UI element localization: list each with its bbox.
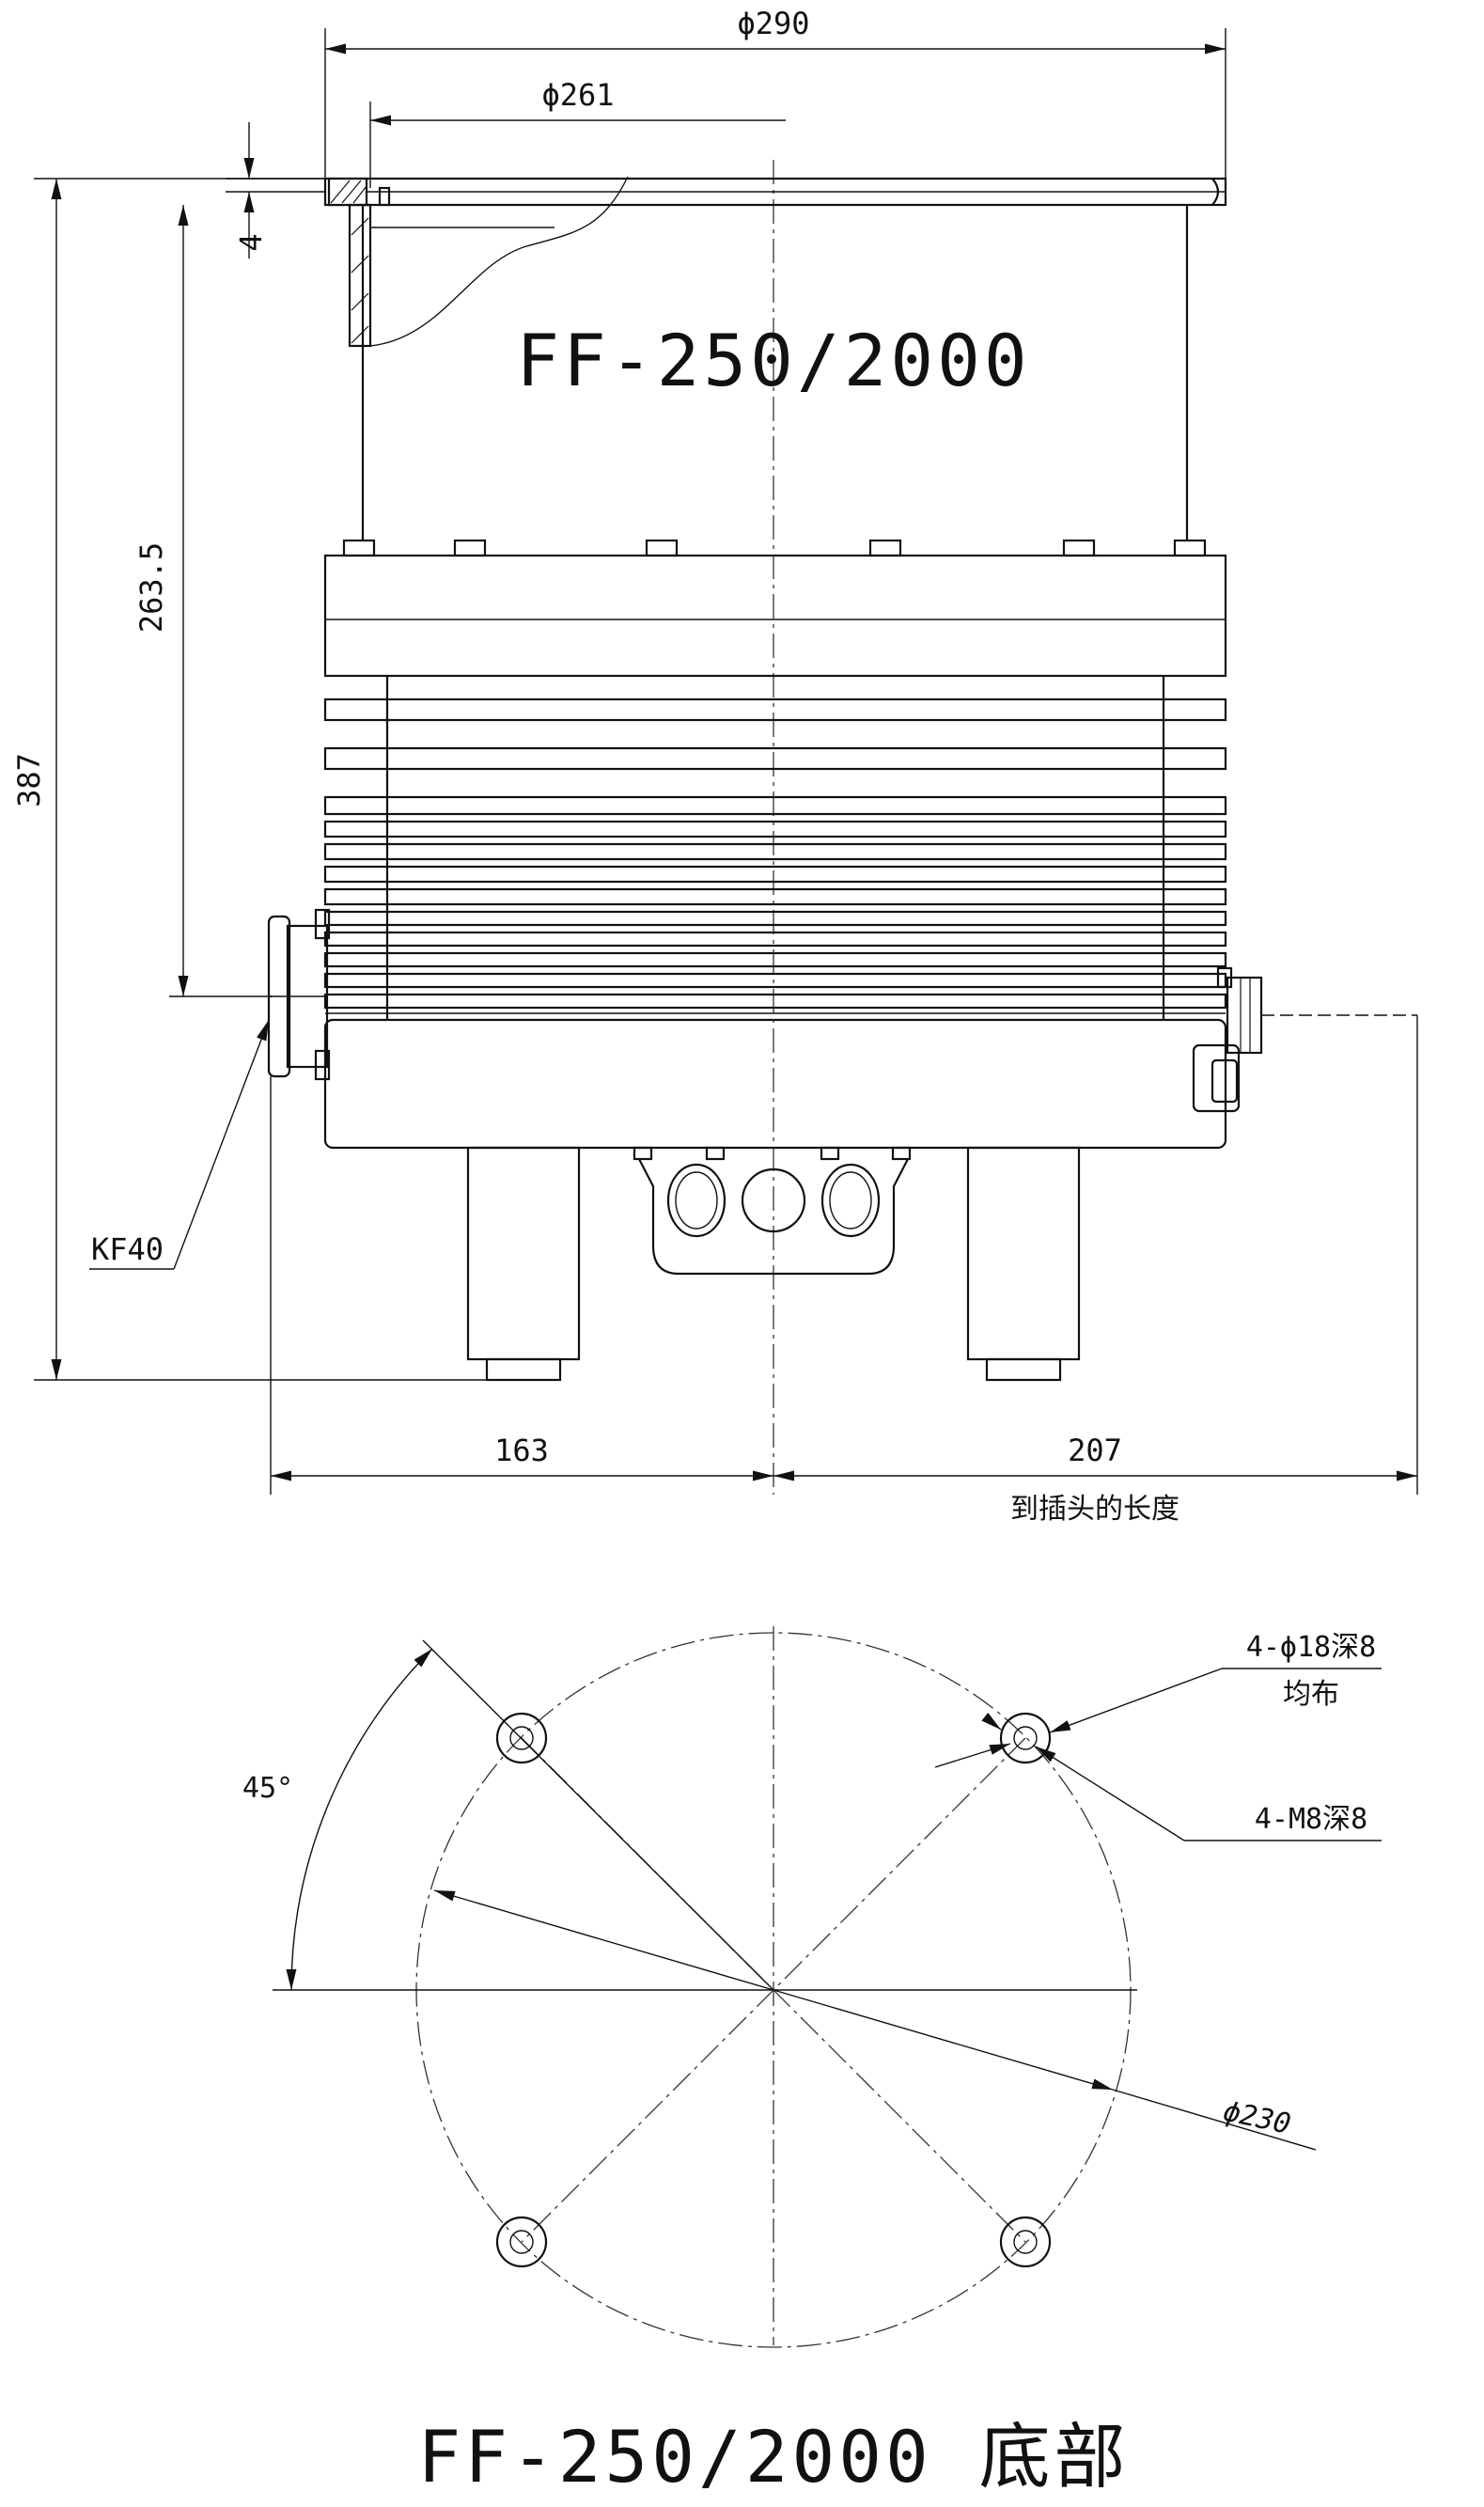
angle-label: 45° bbox=[242, 1772, 293, 1805]
upper-housing bbox=[323, 554, 1227, 678]
dim-total-height: 387 bbox=[11, 178, 487, 1381]
dim-bolt-circle: ϕ230 bbox=[433, 1889, 1317, 2151]
dim-widths: 163 207 到插头的长度 bbox=[270, 1014, 1418, 1526]
kf40-leader: KF40 bbox=[89, 1019, 270, 1270]
dim-inner-diameter-label: ϕ261 bbox=[541, 77, 614, 113]
bottom-view: 45° ϕ230 4-ϕ18深8 均布 4-M8深8 FF-250/2000 底… bbox=[242, 1626, 1382, 2499]
dim-total-height-label: 387 bbox=[11, 753, 47, 807]
dim-flange-thickness: 4 bbox=[226, 122, 325, 259]
bolt-circle-label: ϕ230 bbox=[1220, 2095, 1293, 2141]
dim-height-to-port: 263.5 bbox=[133, 205, 273, 997]
dim-flange-thickness-label: 4 bbox=[233, 233, 269, 251]
bottom-bolts bbox=[633, 1146, 912, 1161]
side-view: FF-250/2000 bbox=[11, 6, 1418, 1526]
dim-left-width-label: 163 bbox=[494, 1433, 549, 1468]
top-flange bbox=[323, 176, 1227, 348]
hole-spec-2-label: 4-M8深8 bbox=[1255, 1803, 1367, 1836]
dim-right-note-label: 到插头的长度 bbox=[1010, 1493, 1179, 1526]
mounting-holes bbox=[495, 1712, 1052, 2268]
model-label: FF-250/2000 bbox=[516, 319, 1030, 402]
hole-spec-1-label: 4-ϕ18深8 bbox=[1246, 1631, 1376, 1664]
angle-extension-line bbox=[422, 1639, 774, 1991]
hole-spec-1-note: 均布 bbox=[1283, 1678, 1339, 1711]
dim-right-width-label: 207 bbox=[1068, 1433, 1122, 1468]
angle-dimension: 45° bbox=[242, 1648, 433, 1991]
hole-callouts: 4-ϕ18深8 均布 4-M8深8 bbox=[934, 1631, 1382, 1841]
kf40-label: KF40 bbox=[91, 1231, 164, 1267]
dim-outer-diameter-label: ϕ290 bbox=[737, 6, 809, 41]
support-feet bbox=[466, 1146, 1081, 1382]
bottom-base bbox=[638, 1158, 909, 1276]
connector-plug bbox=[1192, 966, 1263, 1113]
bottom-view-title: FF-250/2000 底部 bbox=[417, 2415, 1129, 2499]
housing-bolts bbox=[342, 539, 1207, 557]
dim-outer-diameter: ϕ290 bbox=[324, 6, 1226, 179]
lower-housing bbox=[323, 1018, 1227, 1150]
dim-height-to-port-label: 263.5 bbox=[133, 542, 169, 633]
kf40-port bbox=[267, 908, 331, 1081]
dim-inner-diameter: ϕ261 bbox=[369, 77, 786, 188]
cooling-fins bbox=[323, 676, 1227, 1020]
